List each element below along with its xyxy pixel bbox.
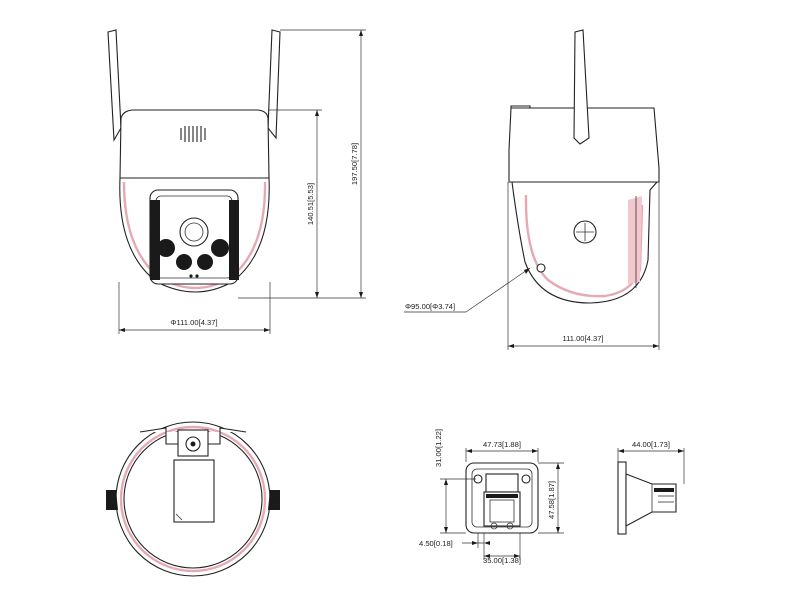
front-height-total-label: 197.50[7.78] xyxy=(350,143,359,185)
bracket-front-view xyxy=(465,462,539,534)
side-width-label: 111.00[4.37] xyxy=(562,334,603,343)
bracket-side-arm xyxy=(625,473,677,527)
front-body-accent xyxy=(122,181,267,290)
side-dimensions: 111.00[4.37] Φ95.00[Φ3.74] xyxy=(404,182,660,350)
side-body-accent xyxy=(524,194,644,298)
bracket-side-dimensions: 44.00[1.73] xyxy=(617,440,685,484)
side-antenna xyxy=(573,29,590,145)
front-antenna-left xyxy=(107,29,122,142)
front-top-housing xyxy=(119,109,270,179)
bracket-top-offset-label: 31.00[1.22] xyxy=(434,429,443,467)
bracket-slot-offset-label: 4.50[0.18] xyxy=(419,539,453,548)
side-diameter-label: Φ95.00[Φ3.74] xyxy=(405,302,455,311)
bracket-height-label: 47.58[1.87] xyxy=(547,481,556,519)
bottom-knob-right xyxy=(268,490,280,510)
bracket-depth-label: 44.00[1.73] xyxy=(632,440,670,449)
front-height-body-label: 140.51[5.53] xyxy=(306,183,315,225)
bottom-connector-port xyxy=(185,436,201,452)
bracket-width-label: 47.73[1.88] xyxy=(483,440,521,449)
bracket-side-plate xyxy=(617,461,627,535)
side-view xyxy=(508,29,660,304)
ir-led-bottom-right xyxy=(197,254,213,270)
bracket-top-slot xyxy=(485,473,519,493)
speaker-grille xyxy=(180,126,206,142)
bottom-knob-left xyxy=(106,490,118,510)
bracket-front-dimensions: 47.73[1.88] 31.00[1.22] 47.58[1.87] 4.50… xyxy=(419,429,564,565)
bottom-view xyxy=(106,421,280,577)
bottom-label-plate xyxy=(173,459,215,523)
bottom-accent-ring xyxy=(119,425,267,573)
bracket-slot-width-label: 35.00[1.38] xyxy=(483,556,521,565)
bracket-side-view xyxy=(617,461,677,535)
ir-led-bottom-left xyxy=(176,254,192,270)
bracket-hole-tr xyxy=(521,474,531,484)
bottom-connector-block xyxy=(177,429,209,457)
front-view xyxy=(107,29,281,293)
main-lens xyxy=(179,217,209,247)
front-antenna-right xyxy=(267,29,281,140)
front-width-label: Φ111.00[4.37] xyxy=(170,318,217,327)
ir-led-right xyxy=(211,239,229,257)
front-lens-window xyxy=(149,189,239,285)
front-dimensions: Φ111.00[4.37] 140.51[5.53] 197.50[7.78] xyxy=(118,29,366,334)
ir-led-left xyxy=(157,239,175,257)
